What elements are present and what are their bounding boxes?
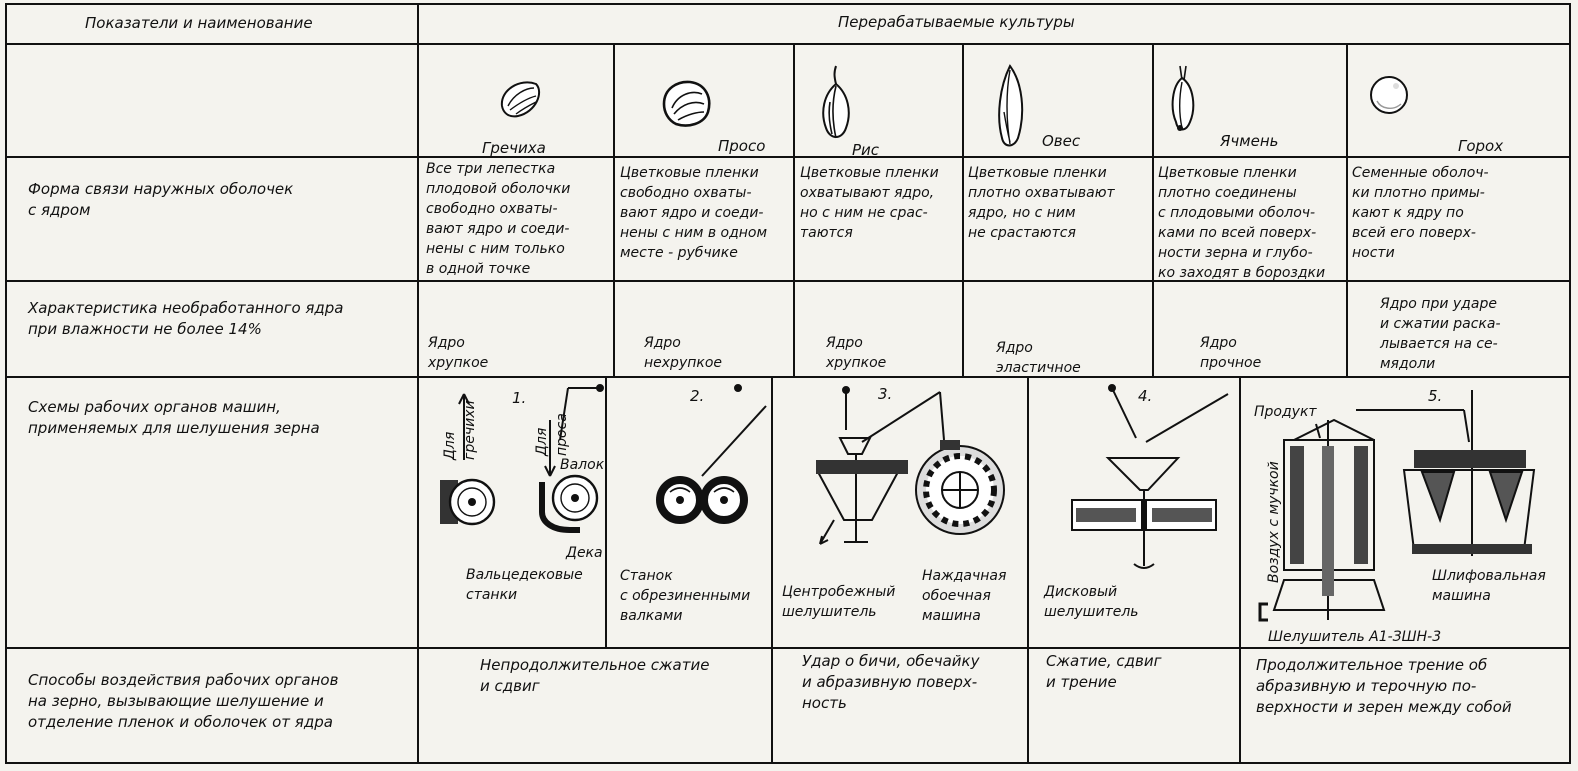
kernel-cell: Ядро хрупкое — [826, 335, 887, 371]
label-centrifugal: Центробежный шелушитель — [782, 584, 896, 620]
roller-deck-machine-diagram — [440, 384, 604, 533]
rice-grain-icon — [822, 65, 850, 139]
label-grinding-machine: Шлифовальная машина — [1432, 568, 1546, 604]
buckwheat-grain-icon — [500, 81, 541, 118]
husk-cell: Цветковые пленки свободно охваты- вают я… — [620, 165, 768, 261]
crop-name: Просо — [718, 137, 766, 155]
row-label-husk: Форма связи наружных оболочек с ядром — [28, 180, 294, 219]
row-label-kernel: Характеристика необработанного ядра при … — [28, 299, 344, 338]
label-disc: Дисковый шелушитель — [1044, 584, 1139, 620]
crop-name: Гречиха — [482, 139, 546, 157]
kernel-cell: Ядро нехрупкое — [644, 335, 723, 371]
disc-huller-diagram — [1071, 384, 1229, 569]
method-cell: Сжатие, сдвиг и трение — [1046, 652, 1162, 691]
label-for-millet: Для проса — [534, 413, 570, 456]
scheme-number: 3. — [878, 385, 893, 403]
kernel-cell: Ядро эластичное — [996, 340, 1081, 376]
husk-cell: Цветковые пленки плотно охватывают ядро,… — [968, 165, 1115, 241]
label-for-buckwheat: Для гречихи — [442, 400, 478, 460]
label-a1-3shn3: Шелушитель А1-ЗШН-3 — [1268, 629, 1442, 645]
husk-cell: Семенные оболоч- ки плотно примы- кают к… — [1352, 165, 1489, 261]
husk-cell: Цветковые пленки охватывают ядро, но с н… — [800, 165, 939, 241]
a1-3shn3-and-grinder-diagram — [1258, 390, 1536, 622]
label-deck: Дека — [566, 545, 603, 561]
row-label-methods: Способы воздействия рабочих органов на з… — [28, 671, 339, 731]
barley-grain-icon — [1171, 65, 1195, 131]
row-label-schemes: Схемы рабочих органов машин, применяемых… — [28, 398, 320, 437]
pea-icon — [1370, 76, 1408, 114]
label-air-flour: Воздух с мучкой — [1266, 461, 1282, 583]
rubber-roll-machine-diagram — [656, 384, 767, 524]
crop-name: Рис — [852, 141, 880, 159]
kernel-cell: Ядро хрупкое — [428, 335, 489, 371]
label-emery: Наждачная обоечная машина — [922, 568, 1007, 624]
husk-cell: Цветковые пленки плотно соединены с плод… — [1158, 165, 1326, 281]
scheme-number: 2. — [690, 387, 705, 405]
centrifugal-and-emery-diagram — [816, 386, 1005, 545]
scheme-number: 4. — [1138, 387, 1153, 405]
method-cell: Удар о бичи, обечайку и абразивную повер… — [802, 652, 980, 712]
oat-grain-icon — [998, 64, 1024, 147]
husk-cell: Все три лепестка плодовой оболочки свобо… — [426, 161, 571, 277]
label-roller-deck: Вальцедековые станки — [466, 567, 583, 603]
kernel-cell: Ядро прочное — [1200, 335, 1262, 371]
header-crops: Перерабатываемые культуры — [838, 13, 1075, 31]
crop-name: Овес — [1042, 132, 1081, 150]
scheme-number: 1. — [512, 389, 527, 407]
header-indicators: Показатели и наименование — [85, 14, 313, 32]
kernel-cell: Ядро при ударе и сжатии раска- лывается … — [1380, 296, 1501, 372]
crop-name: Горох — [1458, 137, 1504, 155]
method-cell: Продолжительное трение об абразивную и т… — [1256, 656, 1512, 716]
scheme-number: 5. — [1428, 387, 1443, 405]
crop-name: Ячмень — [1220, 132, 1279, 150]
label-roll: Валок — [560, 457, 605, 473]
millet-grain-icon — [662, 80, 711, 127]
method-cell: Непродолжительное сжатие и сдвиг — [480, 656, 710, 695]
label-product: Продукт — [1254, 404, 1317, 420]
label-rubber-rolls: Станок с обрезиненными валками — [620, 568, 751, 624]
